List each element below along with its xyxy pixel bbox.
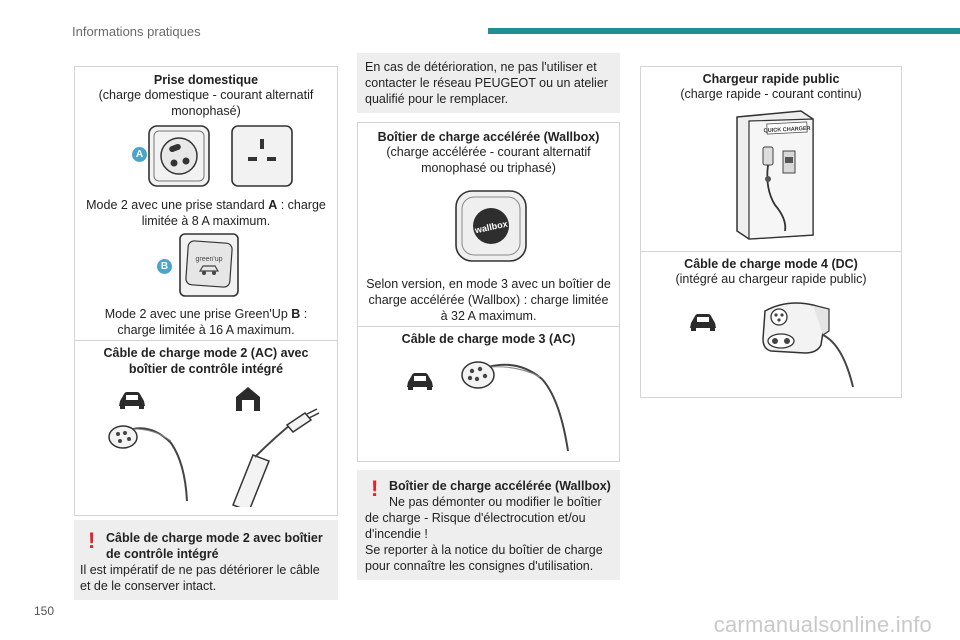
section-title: Informations pratiques: [72, 24, 201, 39]
warning-mode2-title: Câble de charge mode 2 avec boîtier de c…: [106, 531, 323, 561]
wallbox-panel: Boîtier de charge accélérée (Wallbox) (c…: [357, 122, 620, 462]
type2-cable-mode3-icon: [461, 361, 569, 452]
cable-mode4-subtitle: (intégré au chargeur rapide public): [675, 272, 867, 286]
wallbox-text: Selon version, en mode 3 avec un boîtier…: [366, 277, 611, 323]
warning-mode2-body: Il est impératif de ne pas détériorer le…: [80, 563, 320, 593]
wallbox-title: Boîtier de charge accélérée (Wallbox): [377, 130, 600, 144]
fast-charger-subtitle: (charge rapide - courant continu): [680, 87, 862, 101]
uk-socket-icon: [231, 125, 293, 187]
domestic-title: Prise domestique: [153, 73, 259, 87]
warning-wallbox-title: Boîtier de charge accélérée (Wallbox): [389, 479, 611, 493]
warning-wallbox-box: ! Boîtier de charge accélérée (Wallbox) …: [357, 470, 620, 580]
header-accent-bar: [488, 28, 960, 34]
greenup-socket-icon: green'up: [179, 233, 239, 297]
warning-mode2-box: ! Câble de charge mode 2 avec boîtier de…: [74, 520, 338, 600]
quick-charger-station-icon: QUICK CHARGER: [736, 110, 814, 240]
mode2-cable-icon: [232, 408, 320, 507]
cable-mode3-title: Câble de charge mode 3 (AC): [401, 332, 576, 346]
watermark: carmanualsonline.info: [713, 612, 932, 637]
wallbox-device-icon: wallbox: [455, 190, 527, 262]
wallbox-subtitle: (charge accélérée - courant alternatif m…: [386, 145, 591, 175]
page-number: 150: [34, 604, 55, 618]
divider: [641, 251, 901, 252]
domestic-subtitle: (charge domestique - courant alternatif …: [98, 88, 314, 118]
quick-charger-label: QUICK CHARGER: [763, 126, 810, 134]
divider: [358, 326, 619, 327]
cable-mode4-title: Câble de charge mode 4 (DC): [684, 257, 858, 271]
domestic-greenup-text: Mode 2 avec une prise Green'Up B : charg…: [104, 307, 308, 337]
badge-a: A: [132, 147, 147, 162]
greenup-logo-text: green'up: [195, 256, 222, 263]
car-icon: [690, 314, 716, 331]
notice-box: En cas de détérioration, ne pas l'utilis…: [357, 53, 620, 113]
warning-wallbox-body: Ne pas démonter ou modifier le boîtier d…: [365, 495, 603, 573]
divider: [75, 340, 337, 341]
french-socket-icon: [148, 125, 210, 187]
house-icon: [236, 387, 260, 411]
cable-mode2-title: Câble de charge mode 2 (AC) avec boîtier…: [103, 346, 309, 376]
type2-cable-plug-icon: [108, 425, 188, 502]
warning-icon: !: [88, 528, 96, 553]
fast-charger-panel: Chargeur rapide public (charge rapide - …: [640, 66, 902, 398]
notice-text: En cas de détérioration, ne pas l'utilis…: [365, 60, 608, 106]
fast-charger-title: Chargeur rapide public: [702, 72, 840, 86]
ccs-cable-mode4-icon: [762, 302, 854, 388]
domestic-socket-panel: Prise domestique (charge domestique - co…: [74, 66, 338, 516]
warning-icon: !: [371, 476, 379, 501]
domestic-mode2-standard-text: Mode 2 avec une prise standard A : charg…: [86, 198, 326, 228]
car-icon: [407, 373, 433, 390]
badge-b: B: [157, 259, 172, 274]
car-icon: [119, 392, 145, 409]
